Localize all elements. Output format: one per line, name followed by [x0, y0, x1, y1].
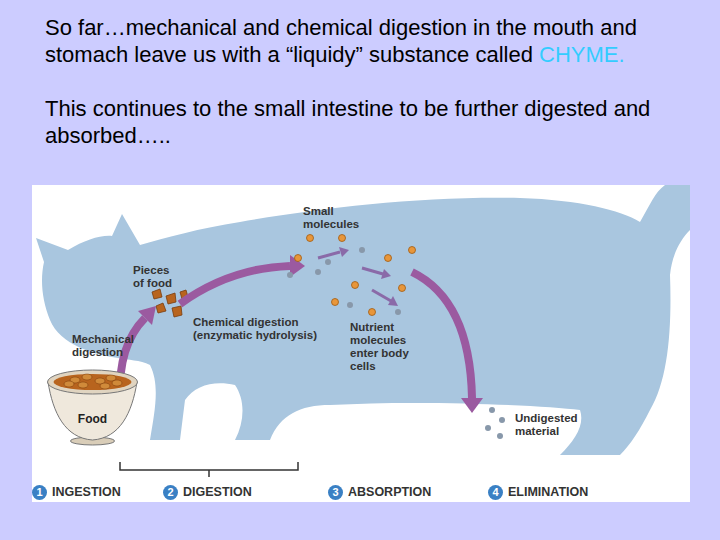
molecule — [287, 272, 293, 278]
undigested-particle — [499, 417, 505, 423]
bowl-rim — [48, 370, 138, 394]
food-piece — [166, 293, 176, 304]
step-name: ABSORPTION — [348, 485, 431, 500]
bracket — [120, 462, 298, 477]
food-nugget — [100, 383, 110, 389]
molecule — [295, 255, 302, 262]
molecule — [325, 259, 331, 265]
bowl-label: Food — [45, 412, 140, 426]
small-arrow — [372, 290, 391, 301]
arrow-head — [381, 269, 391, 279]
body-text: This continues to the small intestine to… — [45, 96, 650, 148]
small-arrow — [362, 268, 383, 274]
chemical-arrow — [180, 266, 290, 304]
molecule — [359, 247, 365, 253]
food-piece — [156, 303, 166, 313]
step-circle: 3ABSORPTION — [328, 485, 343, 500]
food-piece — [152, 289, 162, 299]
paragraph: So far…mechanical and chemical digestion… — [45, 14, 680, 68]
food-nugget — [112, 380, 122, 386]
figure-label: Mechanical digestion — [72, 333, 142, 359]
food-nugget — [82, 374, 92, 380]
food-nugget — [64, 381, 74, 387]
molecule — [339, 235, 346, 242]
figure-label: Pieces of food — [133, 264, 181, 290]
figure-label: Small molecules — [303, 205, 369, 231]
small-arrow — [318, 252, 340, 258]
callout-number: 1 — [32, 485, 47, 500]
step-circle: 4ELIMINATION — [488, 485, 503, 500]
figure-label: Chemical digestion (enzymatic hydrolysis… — [193, 316, 343, 342]
callout-number: 4 — [488, 485, 503, 500]
molecule — [307, 235, 314, 242]
elimination-arrow — [412, 272, 472, 398]
food-nugget — [78, 382, 88, 388]
callout-number: 3 — [328, 485, 343, 500]
paragraph: This continues to the small intestine to… — [45, 95, 680, 149]
food-bowl: Food — [45, 368, 140, 446]
slide-text: So far…mechanical and chemical digestion… — [45, 14, 680, 149]
molecule — [409, 247, 416, 254]
molecule — [369, 309, 376, 316]
cat-silhouette — [36, 185, 690, 455]
molecule — [395, 309, 401, 315]
undigested-particle — [489, 407, 495, 413]
molecules — [287, 235, 505, 440]
arrow-head — [138, 306, 156, 325]
food-piece — [172, 306, 182, 317]
process-arrows — [120, 247, 483, 413]
molecule — [399, 285, 406, 292]
callout-number: 2 — [163, 485, 178, 500]
undigested-particle — [497, 433, 503, 439]
step-circle: 1INGESTION — [32, 485, 47, 500]
highlight-term: CHYME. — [539, 42, 625, 67]
molecule — [315, 269, 321, 275]
arrow-head — [388, 296, 398, 306]
step-circle: 2DIGESTION — [163, 485, 178, 500]
molecule — [352, 282, 359, 289]
step-name: ELIMINATION — [508, 485, 588, 500]
bowl-outline — [45, 368, 140, 446]
undigested-particle — [485, 425, 491, 431]
figure-label: Nutrient molecules enter body cells — [350, 321, 430, 373]
bowl-food — [54, 374, 132, 390]
molecule — [385, 255, 392, 262]
molecule — [332, 299, 339, 306]
picture-panel — [32, 185, 690, 502]
figure-label: Undigested material — [515, 412, 590, 438]
arrow-head — [339, 247, 349, 257]
cat-group — [36, 185, 690, 455]
molecule — [347, 302, 353, 308]
arrow-head — [461, 398, 483, 413]
step-name: INGESTION — [52, 485, 121, 500]
step-name: DIGESTION — [183, 485, 252, 500]
